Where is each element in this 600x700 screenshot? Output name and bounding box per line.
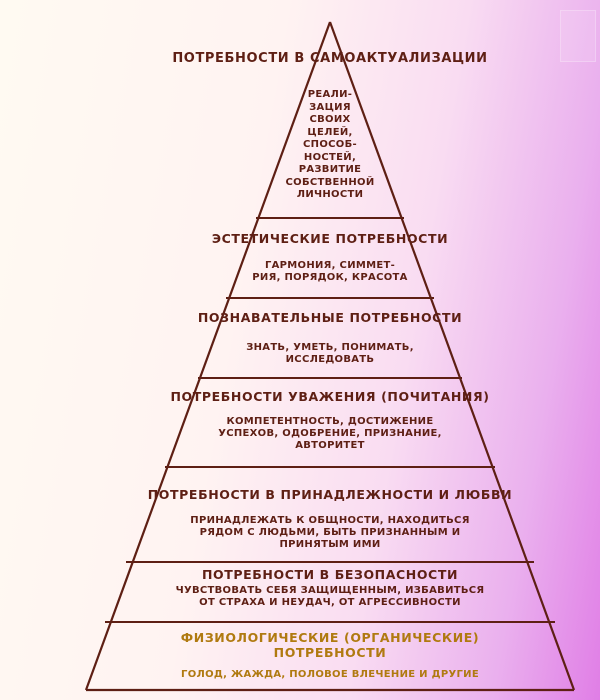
level-7-description: ГОЛОД, ЖАЖДА, ПОЛОВОЕ ВЛЕЧЕНИЕ И ДРУГИЕ <box>181 669 479 680</box>
level-2-description: ГАРМОНИЯ, СИММЕТ- РИЯ, ПОРЯДОК, КРАСОТА <box>252 260 408 283</box>
corner-watermark-logo <box>560 10 596 62</box>
level-2-title: ЭСТЕТИЧЕСКИЕ ПОТРЕБНОСТИ <box>211 231 449 246</box>
level-5-title: ПОТРЕБНОСТИ В ПРИНАДЛЕЖНОСТИ И ЛЮБВИ <box>147 487 513 502</box>
level-5-description: ПРИНАДЛЕЖАТЬ К ОБЩНОСТИ, НАХОДИТЬСЯ РЯДО… <box>190 515 470 550</box>
level-1-title: ПОТРЕБНОСТИ В САМОАКТУАЛИЗАЦИИ <box>172 51 488 66</box>
level-1-description: РЕАЛИ- ЗАЦИЯ СВОИХ ЦЕЛЕЙ, СПОСОБ- НОСТЕЙ… <box>285 89 375 200</box>
pyramid-right-edge <box>328 21 576 691</box>
pyramid-left-edge <box>84 21 332 691</box>
level-7-title: ФИЗИОЛОГИЧЕСКИЕ (ОРГАНИЧЕСКИЕ) ПОТРЕБНОС… <box>180 630 480 660</box>
level-3-title: ПОЗНАВАТЕЛЬНЫЕ ПОТРЕБНОСТИ <box>197 310 463 325</box>
level-3-description: ЗНАТЬ, УМЕТЬ, ПОНИМАТЬ, ИССЛЕДОВАТЬ <box>246 342 414 365</box>
level-6-description: ЧУВСТВОВАТЬ СЕБЯ ЗАЩИЩЕННЫМ, ИЗБАВИТЬСЯ … <box>175 585 485 608</box>
level-6-title: ПОТРЕБНОСТИ В БЕЗОПАСНОСТИ <box>201 567 459 582</box>
level-4-title: ПОТРЕБНОСТИ УВАЖЕНИЯ (ПОЧИТАНИЯ) <box>170 389 490 404</box>
level-4-description: КОМПЕТЕНТНОСТЬ, ДОСТИЖЕНИЕ УСПЕХОВ, ОДОБ… <box>218 416 442 451</box>
